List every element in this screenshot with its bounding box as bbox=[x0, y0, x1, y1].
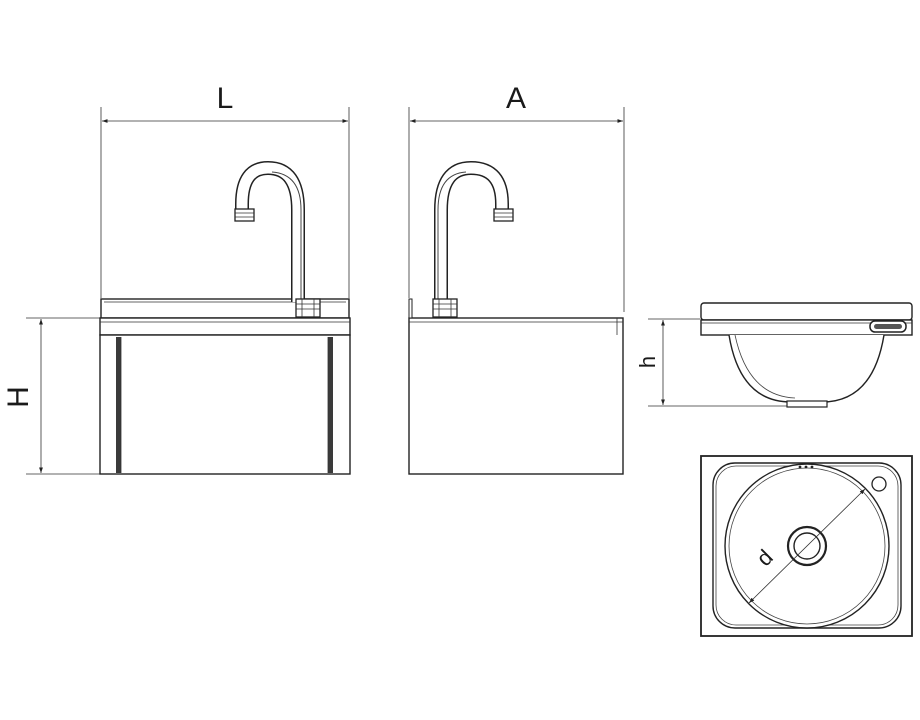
bowl-drain-outlet bbox=[786, 400, 828, 408]
d-dimension-line bbox=[748, 488, 866, 604]
front-view: L H bbox=[2, 82, 351, 475]
front-body bbox=[99, 334, 351, 475]
top-view: d bbox=[700, 455, 913, 637]
side-backsplash bbox=[408, 298, 413, 319]
side-body bbox=[408, 317, 624, 475]
side-faucet-outline bbox=[434, 160, 509, 302]
front-leg-left bbox=[116, 337, 121, 473]
side-faucet-base bbox=[432, 298, 458, 318]
overflow-dot bbox=[810, 465, 814, 469]
l-label: L bbox=[217, 82, 234, 115]
faucet-highlight bbox=[271, 171, 302, 300]
overflow-slot-inner bbox=[874, 324, 902, 329]
side-faucet-fill bbox=[435, 162, 508, 302]
overflow-dot bbox=[798, 465, 802, 469]
front-faucet-fill bbox=[236, 162, 304, 302]
faucet-highlight bbox=[437, 171, 467, 300]
overflow-dot bbox=[804, 465, 808, 469]
bowl-top-lip bbox=[700, 302, 913, 321]
bowl-h-label: h bbox=[635, 356, 660, 368]
side-faucet-aerator bbox=[493, 208, 514, 222]
side-view: A bbox=[408, 82, 625, 475]
bowl-outline bbox=[728, 334, 885, 403]
front-top-rim bbox=[99, 317, 351, 336]
bowl-inner-contour bbox=[734, 334, 796, 399]
h-label: H bbox=[2, 386, 35, 408]
front-faucet-aerator bbox=[234, 208, 255, 222]
tap-hole bbox=[871, 476, 887, 492]
front-faucet-base bbox=[295, 298, 321, 318]
a-label: A bbox=[506, 82, 526, 115]
front-leg-right bbox=[328, 337, 333, 473]
bowl-section-view: h bbox=[635, 302, 913, 408]
bowl-circle-inner bbox=[728, 467, 886, 625]
